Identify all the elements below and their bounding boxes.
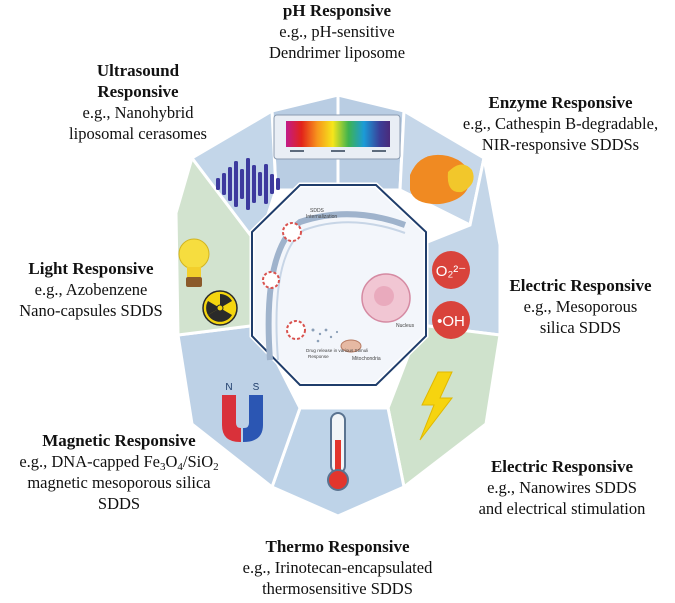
label-thermo-line2: thermosensitive SDDS: [262, 579, 413, 598]
label-electric-bottom-title: Electric Responsive: [490, 457, 634, 476]
label-magnetic-line3: SDDS: [97, 494, 141, 513]
label-ph-title: pH Responsive: [282, 1, 392, 20]
label-magnetic-sub1: 3: [159, 461, 166, 473]
label-ph-line2: Dendrimer liposome: [268, 43, 406, 62]
label-ultrasound: Ultrasound Responsive e.g., Nanohybrid l…: [48, 60, 228, 144]
label-magnetic-sub2: 4: [177, 461, 183, 473]
label-ultrasound-title-2: Responsive: [97, 82, 179, 101]
label-magnetic-mid1: O: [165, 452, 178, 471]
radical-ions-icon: O₂²⁻ •OH: [432, 251, 470, 339]
label-light-title: Light Responsive: [28, 259, 154, 278]
label-electric-top-line1: e.g., Mesoporous: [523, 297, 638, 316]
oh-radical-text: •OH: [437, 313, 465, 330]
o2-radical-text: O₂²⁻: [436, 263, 466, 280]
magnet-n-label: N: [225, 382, 232, 393]
label-ultrasound-title-1: Ultrasound: [96, 61, 180, 80]
label-electric-top-line2: silica SDDS: [539, 318, 622, 337]
label-ph-line1: e.g., pH-sensitive: [279, 22, 395, 41]
label-magnetic-line1: e.g., DNA-capped Fe3O4/SiO2: [0, 451, 238, 473]
sdds-particle-top: [282, 222, 302, 242]
label-magnetic-line1-prefix: e.g., DNA-capped Fe: [19, 452, 160, 471]
nucleus-label: Nucleus: [396, 323, 415, 329]
lightning-bolt-icon: [419, 371, 454, 441]
cell-membrane-inner: [275, 221, 406, 361]
label-ultrasound-line2: liposomal cerasomes: [69, 124, 207, 143]
label-light: Light Responsive e.g., Azobenzene Nano-c…: [0, 258, 182, 321]
sdds-particle-low: [286, 320, 306, 340]
radiation-icon: [202, 290, 238, 326]
label-thermo-title: Thermo Responsive: [265, 537, 410, 556]
release-label-2: Response: [308, 354, 329, 359]
magnet-s-label: S: [253, 382, 260, 393]
released-drug-dots: [311, 328, 339, 343]
label-ph: pH Responsive e.g., pH-sensitive Dendrim…: [232, 0, 442, 63]
label-electric-bottom-line1: e.g., Nanowires SDDS: [487, 478, 637, 497]
label-electric-bottom-line2: and electrical stimulation: [478, 499, 646, 518]
ph-color-scale-icon: [273, 114, 401, 160]
sdds-particle-mid: [262, 271, 280, 289]
label-electric-bottom: Electric Responsive e.g., Nanowires SDDS…: [452, 456, 672, 519]
label-magnetic-title: Magnetic Responsive: [42, 431, 196, 450]
sound-wave-bar: [228, 167, 232, 201]
label-magnetic-line2: magnetic mesoporous silica: [27, 473, 211, 492]
sound-wave-bar: [252, 165, 256, 203]
sound-wave-bar: [264, 164, 268, 204]
cell-membrane: [265, 211, 407, 361]
light-bulb-icon: [178, 238, 210, 287]
sound-wave-bar: [276, 178, 280, 190]
sound-wave-bar: [240, 169, 244, 199]
inner-octagon-border: [251, 184, 427, 386]
sound-wave-bar: [270, 174, 274, 194]
label-light-line2: Nano-capsules SDDS: [19, 301, 163, 320]
label-enzyme-title: Enzyme Responsive: [488, 93, 633, 112]
mitochondria-label: Mitochondria: [352, 356, 381, 362]
label-ultrasound-line1: e.g., Nanohybrid: [82, 103, 194, 122]
sound-wave-bar: [234, 161, 238, 207]
internalization-label-1: SDDS: [310, 208, 325, 214]
label-enzyme-line1: e.g., Cathespin B-degradable,: [462, 114, 659, 133]
internalization-label-2: Internalization: [306, 214, 337, 220]
mitochondria-shape: [340, 339, 362, 353]
label-electric-top: Electric Responsive e.g., Mesoporous sil…: [488, 275, 673, 338]
label-thermo-line1: e.g., Irinotecan-encapsulated: [242, 558, 433, 577]
label-enzyme-line2: NIR-responsive SDDSs: [481, 135, 640, 154]
label-thermo: Thermo Responsive e.g., Irinotecan-encap…: [215, 536, 460, 599]
label-magnetic-sub3: 2: [213, 461, 219, 473]
nucleus-core: [374, 286, 394, 306]
enzyme-blob-icon: [410, 154, 474, 205]
release-label-1: Drug release in various Stimuli: [306, 348, 368, 353]
label-enzyme: Enzyme Responsive e.g., Cathespin B-degr…: [448, 92, 673, 155]
horseshoe-magnet-icon: N S: [222, 382, 263, 442]
label-magnetic: Magnetic Responsive e.g., DNA-capped Fe3…: [0, 430, 238, 514]
label-magnetic-mid2: /SiO: [182, 452, 214, 471]
thermometer-icon: [327, 412, 349, 491]
label-light-line1: e.g., Azobenzene: [34, 280, 148, 299]
sound-wave-bar: [258, 172, 262, 196]
label-electric-top-title: Electric Responsive: [509, 276, 652, 295]
sound-wave-icon: [216, 158, 280, 210]
sound-wave-bar: [222, 173, 226, 195]
sound-wave-bar: [246, 158, 250, 210]
sound-wave-bar: [216, 178, 220, 190]
